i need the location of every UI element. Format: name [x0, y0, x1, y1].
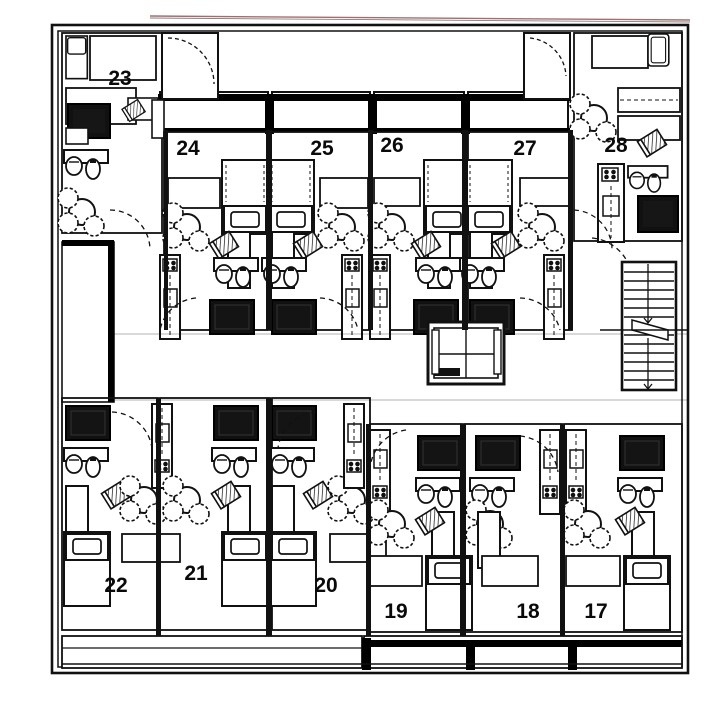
unit-label-23: 23	[108, 67, 131, 90]
unit-28-group	[569, 32, 683, 279]
top-right-entry-lobby	[523, 32, 571, 100]
unit-label-22: 22	[104, 574, 127, 597]
unit-label-26: 26	[380, 134, 403, 157]
unit-label-28: 28	[604, 134, 628, 157]
elevator-shaft	[426, 320, 506, 386]
unit-22-group	[61, 397, 167, 631]
unit-26-group	[367, 131, 471, 340]
unit-23-entry-hall	[121, 32, 219, 139]
balcony-row-top	[158, 91, 570, 134]
unit-label-17: 17	[584, 600, 607, 623]
unit-17-group	[563, 423, 683, 633]
top-edge-accent-line	[149, 15, 691, 21]
unit-18-group	[463, 423, 563, 633]
balcony-row-bottom	[61, 635, 683, 670]
partition-walls-bottom	[156, 398, 565, 636]
stair-core	[600, 260, 688, 392]
unit-label-18: 18	[516, 600, 540, 623]
west-corridor	[61, 240, 115, 403]
top-edge-line	[149, 17, 691, 23]
unit-label-27: 27	[513, 137, 536, 160]
unit-label-25: 25	[310, 137, 334, 160]
partition-walls-top	[164, 130, 573, 330]
unit-label-20: 20	[314, 574, 337, 597]
unit-label-21: 21	[184, 562, 208, 585]
unit-number-labels: 23 24 25 26 27 28 22 21 20 19 18 17	[104, 67, 628, 623]
unit-label-24: 24	[176, 137, 200, 160]
unit-23-group	[57, 32, 163, 251]
unit-label-19: 19	[384, 600, 407, 623]
central-corridor	[114, 333, 688, 401]
